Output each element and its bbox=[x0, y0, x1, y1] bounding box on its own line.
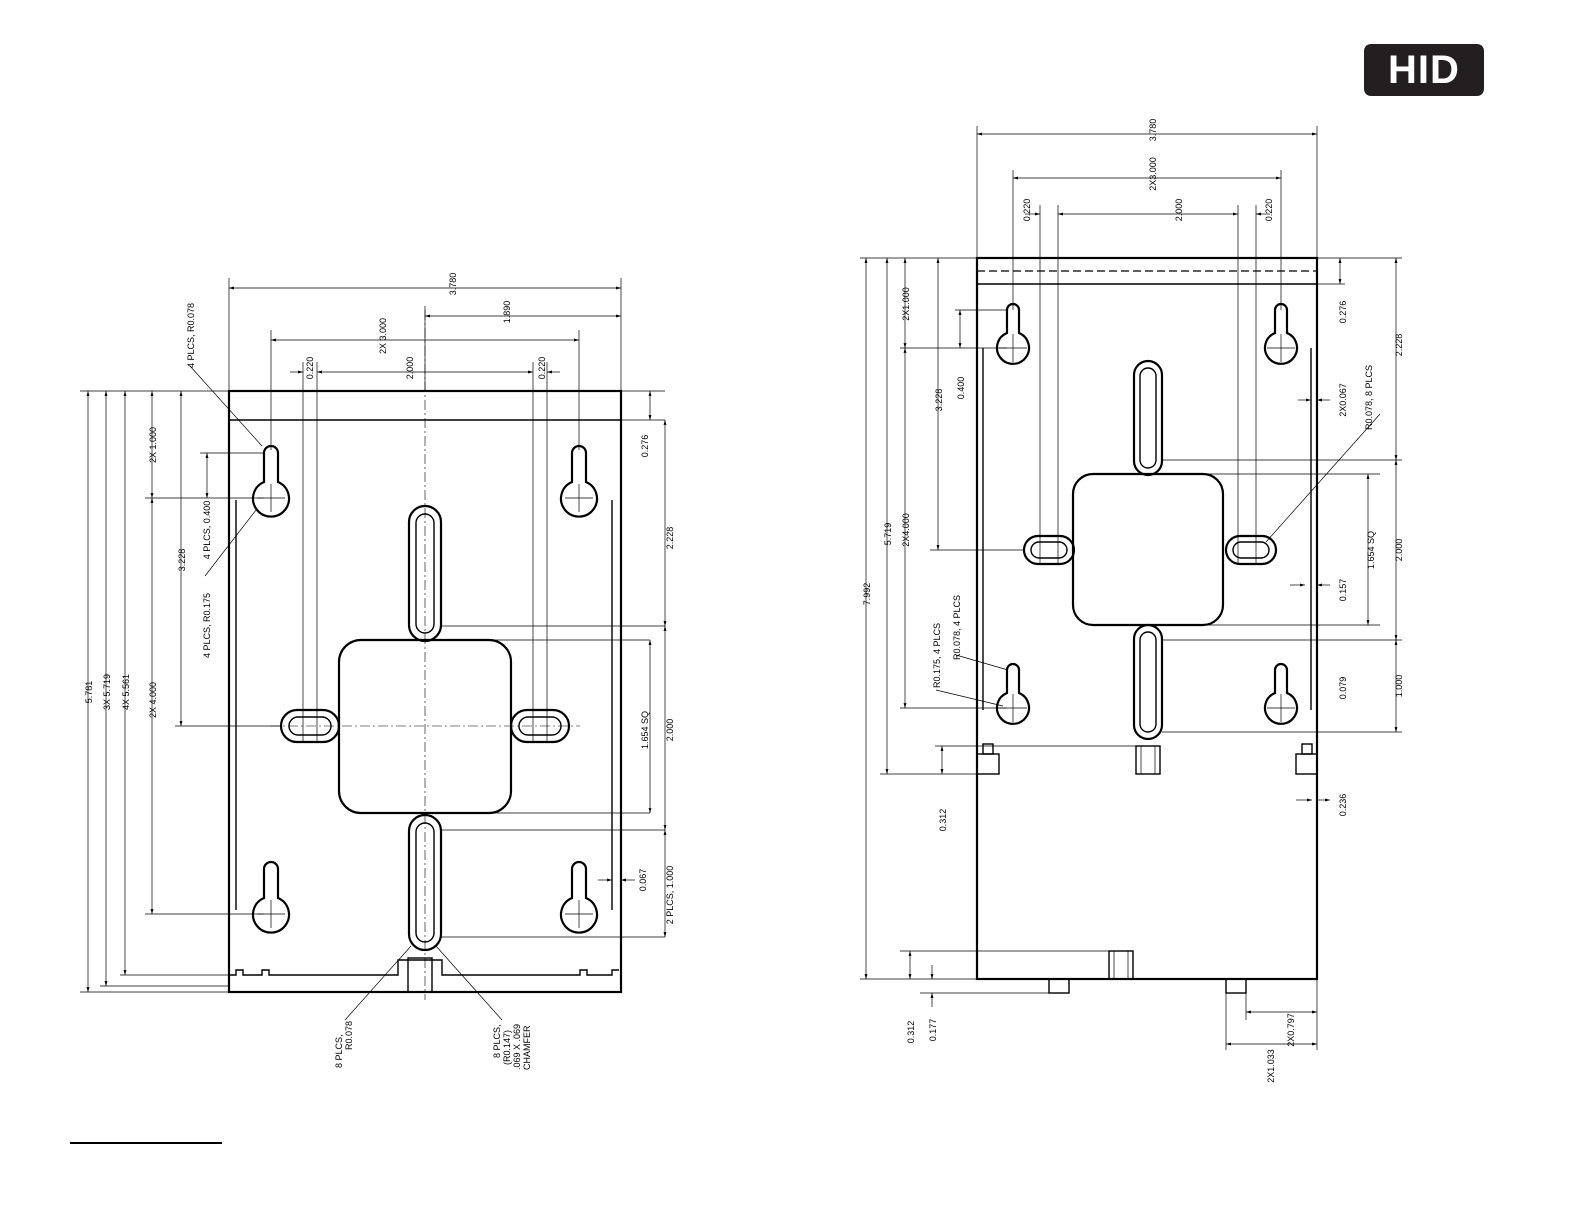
right-center-tab bbox=[1135, 745, 1161, 775]
right-slot-right-outer bbox=[1224, 534, 1278, 566]
left-dim-5719: 3X 5.719 bbox=[102, 674, 112, 710]
left-dim-0400: 4 PLCS, 0.400 bbox=[202, 501, 212, 560]
left-dim-0067: 0.067 bbox=[638, 869, 648, 892]
left-note-chamf-1: 8 PLCS, bbox=[492, 1024, 502, 1058]
left-dim-slot-r: 0.220 bbox=[537, 357, 547, 380]
left-keyhole-bottom-left bbox=[251, 860, 291, 934]
left-dimension-texts: 3.780 1.890 2X 3.000 2.000 0.220 0.220 0… bbox=[84, 273, 675, 1070]
right-dimension-lines bbox=[864, 132, 1398, 1046]
left-bottom-edge bbox=[229, 959, 619, 976]
right-clip-left-top bbox=[982, 743, 994, 755]
right-foot-left bbox=[1048, 978, 1070, 994]
right-dim-3000: 2X3.000 bbox=[1148, 157, 1158, 191]
right-clip-right-top bbox=[1301, 743, 1313, 755]
right-dim-1000a: 2X1.000 bbox=[901, 287, 911, 321]
right-slot-left-inner bbox=[1030, 541, 1068, 559]
left-dim-1000: 2 PLCS, 1.000 bbox=[665, 866, 675, 925]
left-dim-slot-l: 0.220 bbox=[305, 357, 315, 380]
left-note-chamf-2: (R0.147) bbox=[502, 1030, 512, 1065]
right-dim-overall-width: 3.780 bbox=[1148, 119, 1158, 142]
right-dim-4000: 2X4.000 bbox=[901, 513, 911, 547]
left-dimension-lines bbox=[86, 286, 667, 992]
right-center-opening bbox=[1071, 472, 1225, 627]
right-slot-right-inner bbox=[1232, 541, 1270, 559]
right-leaders bbox=[935, 413, 1381, 707]
footer-rule bbox=[70, 1142, 222, 1144]
left-note-chamf-4: CHAMFER bbox=[522, 1025, 532, 1070]
right-dim-0312a: 0.312 bbox=[938, 809, 948, 832]
right-dim-5719: 5.719 bbox=[883, 523, 893, 546]
left-dim-1000a: 2X 1.000 bbox=[148, 427, 158, 463]
left-dim-2000v: 2.000 bbox=[665, 719, 675, 742]
right-dim-0157: 0.157 bbox=[1338, 579, 1348, 602]
right-note-r175: R0.175, 4 PLCS bbox=[932, 623, 942, 688]
right-dim-0276: 0.276 bbox=[1338, 301, 1348, 324]
right-keyhole-top-right bbox=[1263, 302, 1299, 365]
left-keyhole-bottom-right bbox=[559, 860, 599, 934]
left-note-r078: 4 PLCS, R0.078 bbox=[186, 303, 196, 368]
right-dim-0236: 0.236 bbox=[1338, 794, 1348, 817]
right-body-outline bbox=[975, 256, 1319, 981]
right-dim-1033: 2X1.033 bbox=[1266, 1049, 1276, 1083]
right-dim-slot-l: 0.220 bbox=[1022, 199, 1032, 222]
right-dim-0177: 0.177 bbox=[928, 1019, 938, 1042]
right-dim-1654: 1.654 SQ bbox=[1366, 531, 1376, 569]
left-dim-overall-width: 3.780 bbox=[448, 273, 458, 296]
right-extension-lines bbox=[860, 126, 1402, 1050]
left-dim-2000: 2.000 bbox=[405, 357, 415, 380]
right-dim-1000: 1.000 bbox=[1394, 675, 1404, 698]
right-dim-2000v: 2.000 bbox=[1394, 539, 1404, 562]
hid-logo: HID bbox=[1364, 44, 1484, 96]
right-slot-top-outer bbox=[1132, 359, 1164, 477]
right-keyhole-top-left bbox=[995, 302, 1031, 365]
right-slot-bottom-inner bbox=[1139, 631, 1157, 733]
left-extension-lines bbox=[80, 278, 665, 993]
left-bottom-tab bbox=[407, 957, 433, 993]
right-dim-0079: 0.079 bbox=[1338, 677, 1348, 700]
left-dim-2228: 2.228 bbox=[665, 527, 675, 550]
left-note-r078b-2: R0.078 bbox=[344, 1021, 354, 1050]
right-dimension-texts: 3.780 2X3.000 2.000 0.220 0.220 0.276 2.… bbox=[862, 119, 1404, 1083]
right-dim-2000: 2.000 bbox=[1174, 199, 1184, 222]
right-dim-7992: 7.992 bbox=[862, 583, 872, 606]
right-dim-0312b: 0.312 bbox=[906, 1021, 916, 1044]
left-dim-3000: 2X 3.000 bbox=[378, 318, 388, 354]
right-keyhole-bottom-left bbox=[995, 662, 1031, 725]
left-note-chamf-3: .069 X .069 bbox=[512, 1024, 522, 1070]
left-dim-0276: 0.276 bbox=[640, 435, 650, 458]
left-keyhole-top-left bbox=[251, 444, 291, 518]
left-dim-5561: 4X 5.561 bbox=[121, 674, 131, 710]
right-foot-right bbox=[1225, 978, 1247, 994]
right-dim-2228: 2.228 bbox=[1394, 334, 1404, 357]
left-leaders bbox=[189, 365, 503, 1021]
right-slot-bottom-outer bbox=[1132, 623, 1164, 741]
left-dim-1890: 1.890 bbox=[502, 301, 512, 324]
right-clip-right bbox=[1295, 753, 1318, 775]
right-slot-top-inner bbox=[1139, 367, 1157, 469]
logo-text: HID bbox=[1388, 48, 1460, 92]
left-dim-3228: 3.228 bbox=[177, 549, 187, 572]
right-dim-0797: 2X0.797 bbox=[1286, 1013, 1296, 1047]
right-view: 3.780 2X3.000 2.000 0.220 0.220 0.276 2.… bbox=[860, 119, 1404, 1083]
left-dim-1654: 1.654 SQ bbox=[640, 711, 650, 749]
left-note-r175: 4 PLCS, R0.175 bbox=[202, 593, 212, 658]
left-dim-5781: 5.781 bbox=[84, 681, 94, 704]
right-dim-0067: 2X0.067 bbox=[1338, 383, 1348, 417]
right-clip-left bbox=[976, 753, 1000, 775]
left-dim-4000: 2X 4.000 bbox=[148, 682, 158, 718]
right-dim-0400: 0.400 bbox=[956, 377, 966, 400]
left-view: 3.780 1.890 2X 3.000 2.000 0.220 0.220 0… bbox=[80, 273, 675, 1070]
right-dim-3228: 3.228 bbox=[934, 389, 944, 412]
right-dim-slot-r: 0.220 bbox=[1264, 199, 1274, 222]
right-keyhole-bottom-right bbox=[1263, 662, 1299, 725]
left-keyhole-top-right bbox=[559, 444, 599, 518]
right-bottom-tab bbox=[1108, 950, 1134, 980]
left-note-r078b-1: 8 PLCS, bbox=[334, 1034, 344, 1068]
right-note-r078b: R0.078, 4 PLCS bbox=[952, 595, 962, 660]
right-note-r078: R0.078, 8 PLCS bbox=[1364, 365, 1374, 430]
